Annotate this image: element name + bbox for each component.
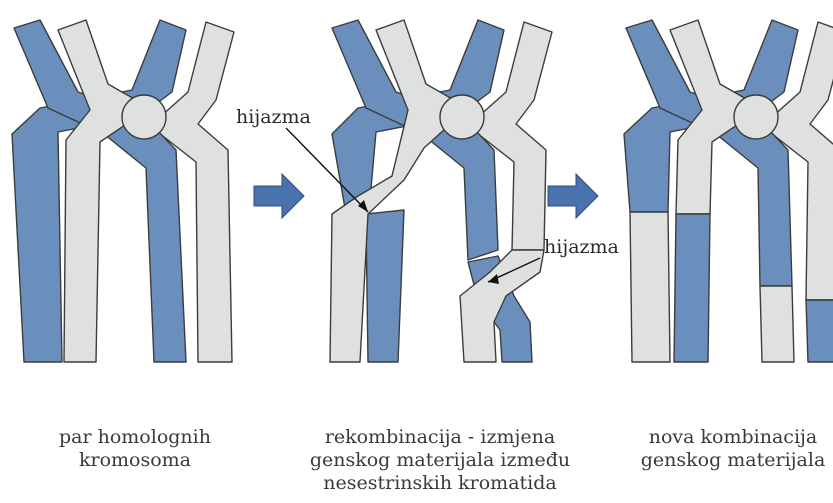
blue-segment-swapped <box>674 214 710 362</box>
caption-panel-1: par homolognih kromosoma <box>30 426 240 472</box>
arrow-right-icon <box>548 174 598 218</box>
centromere <box>122 95 166 139</box>
grey-segment-swapped <box>630 212 670 362</box>
caption-line: nova kombinacija <box>633 426 833 449</box>
chiasma-label-upper: hijazma <box>236 106 311 128</box>
caption-line: genskog materijala između <box>290 449 590 472</box>
centromere <box>734 95 778 139</box>
chiasma-label-lower: hijazma <box>544 236 619 258</box>
grey-chromatid-front <box>58 20 150 362</box>
arrow-right-icon <box>254 174 304 218</box>
blue-segment-swapped <box>806 300 833 362</box>
panel-2-recombination <box>330 20 552 362</box>
panel-1-chromosome-pair <box>12 20 234 362</box>
panel-3-new-combination <box>624 20 833 362</box>
centromere <box>440 95 484 139</box>
caption-panel-2: rekombinacija - izmjena genskog materija… <box>290 426 590 495</box>
grey-segment-swapped <box>760 286 794 362</box>
caption-line: rekombinacija - izmjena <box>290 426 590 449</box>
caption-line: nesestrinskih kromatida <box>290 472 590 495</box>
caption-line: genskog materijala <box>633 449 833 472</box>
caption-panel-3: nova kombinacija genskog materijala <box>633 426 833 472</box>
caption-line: par homolognih <box>30 426 240 449</box>
caption-line: kromosoma <box>30 449 240 472</box>
blue-chromatid-lower-left <box>366 210 404 362</box>
